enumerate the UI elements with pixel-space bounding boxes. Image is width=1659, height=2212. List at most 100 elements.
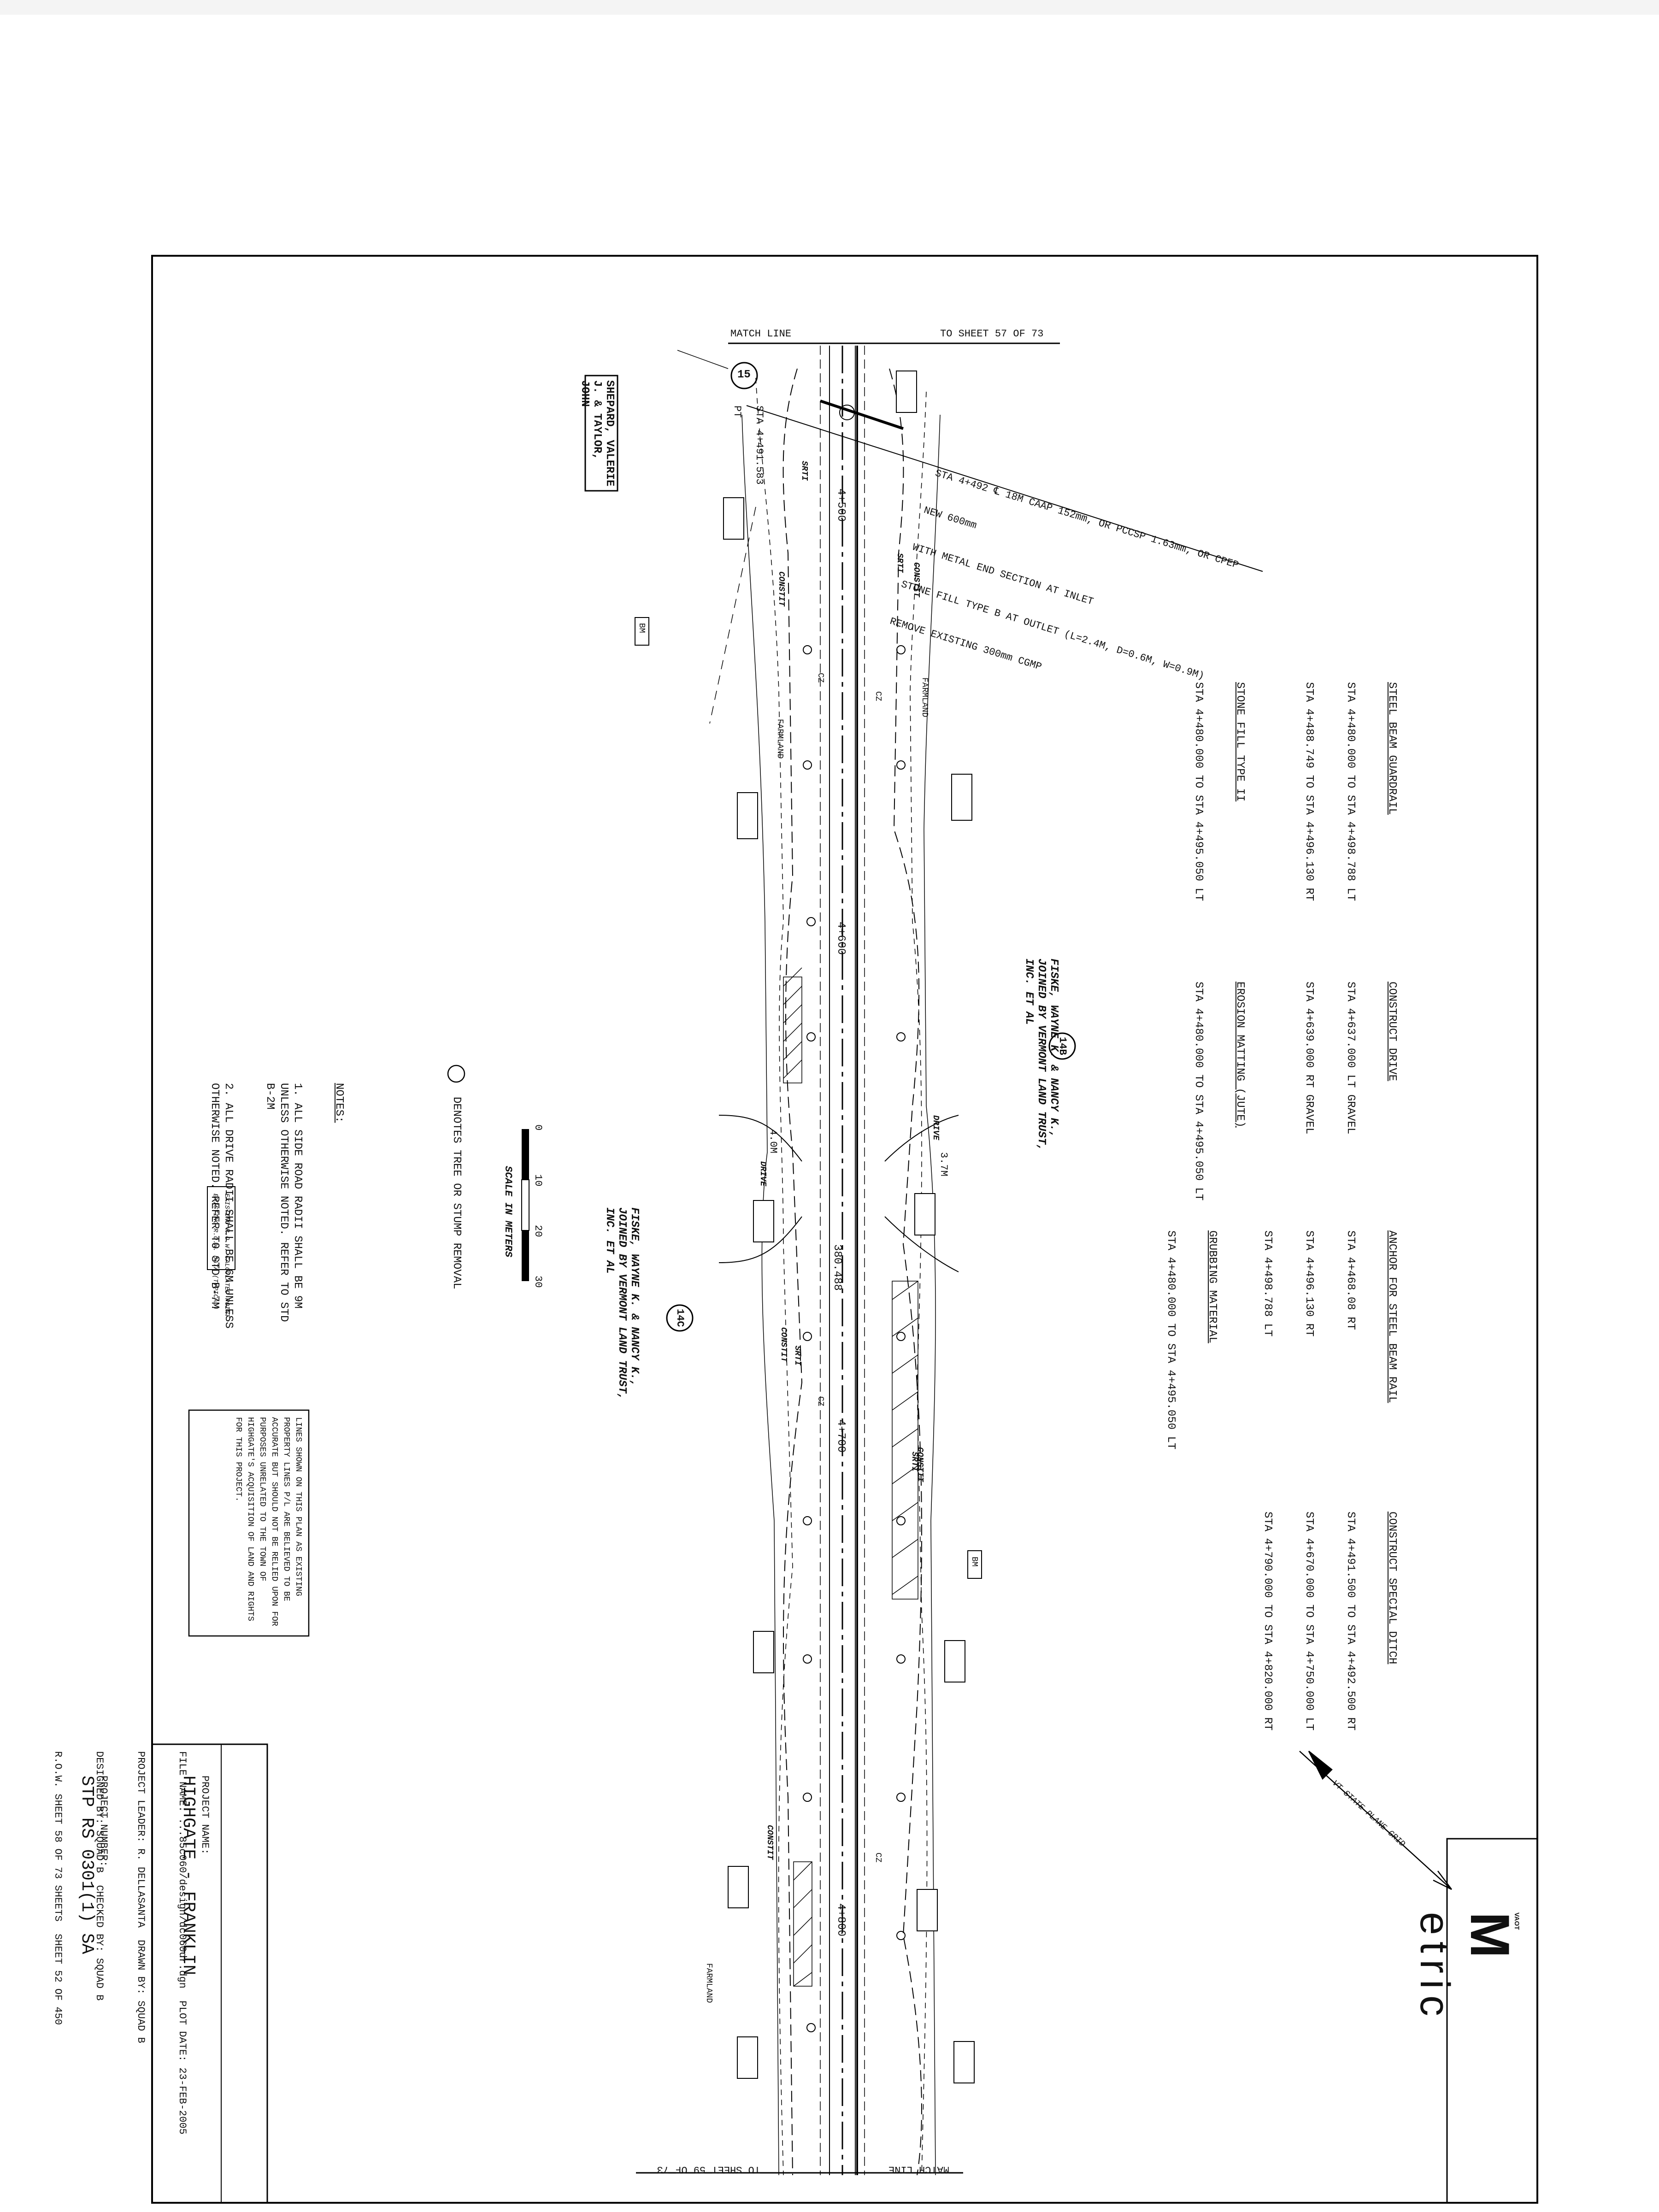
parcel-14b-circle <box>1048 1032 1076 1060</box>
logo-frame <box>1446 1838 1538 2204</box>
scale-bar <box>521 1129 529 1281</box>
scan-edge <box>0 0 1659 15</box>
row-legend-box <box>207 1186 235 1270</box>
scale-tick-20: 20 <box>532 1225 544 1237</box>
hatched-areas <box>783 967 918 1987</box>
srt-label-2: SRTI <box>895 553 904 573</box>
qty-anchor-line-1: STA 4+468.08 RT <box>1344 1230 1357 1330</box>
leader-row: PROJECT LEADER: R. DELLASANTA DRAWN BY: … <box>134 1751 147 2135</box>
parcel-14c-label: 14C <box>674 1309 686 1327</box>
station-4700: 4+700 <box>835 1419 847 1453</box>
qty-stonefill-title: STONE FILL TYPE II <box>1234 682 1246 802</box>
srt-label-4: SRTI <box>910 1452 919 1472</box>
vaot-logo: M etric <box>1411 1908 1530 2023</box>
drive-width-left: 4.0M <box>767 1129 779 1153</box>
roadway <box>677 346 1263 2176</box>
srt-label-1: SRTI <box>800 461 809 481</box>
qty-anchor-line-3: STA 4+498.788 LT <box>1261 1230 1274 1337</box>
tree-legend-icon <box>447 1065 465 1083</box>
owner-box <box>584 375 618 492</box>
file-row: FILE NAME: ...85c060/design/dc060dr.dgn … <box>175 1751 189 2135</box>
constr-label-2: CONSTIT <box>912 562 921 597</box>
bearing-value: 380.488 <box>831 1244 843 1291</box>
station-4500: 4+500 <box>835 488 847 522</box>
to-sheet-top-label: TO SHEET 57 OF 73 <box>940 328 1044 340</box>
parcel-15-label: 15 <box>737 369 751 381</box>
row-point-legend: EXISTING R.O.W. CALCULATED POINT <box>223 1194 230 1318</box>
pt-label: PT <box>731 406 743 418</box>
logo-mark: M <box>1459 1912 1521 1958</box>
notes-heading: NOTES: <box>333 1083 345 1123</box>
disclaimer-text: LINES SHOWN ON THIS PLAN AS EXISTING PRO… <box>234 1417 303 1626</box>
qty-stonefill-line-1: STA 4+480.000 TO STA 4+495.050 LT <box>1192 682 1205 901</box>
owner-fiske-bottom: FISKE, WAYNE K. & NANCY K., JOINED BY VE… <box>603 1207 641 1400</box>
station-4800: 4+800 <box>835 1903 847 1937</box>
logo-tag: VAOT <box>1513 1912 1521 1930</box>
qty-guardrail-title: STEEL BEAM GUARDRAIL <box>1386 682 1398 815</box>
notes-block: NOTES: 1. ALL SIDE ROAD RADII SHALL BE 9… <box>194 1083 373 1332</box>
scale-tick-10: 10 <box>532 1174 544 1187</box>
logo-word: etric <box>1412 1912 1458 2023</box>
scale-tick-0: 0 <box>532 1124 544 1131</box>
qty-ditch-line-3: STA 4+790.000 TO STA 4+820.000 RT <box>1261 1512 1274 1731</box>
bm-label-1: BM <box>637 623 646 633</box>
match-line-bottom-label: MATCH LINE <box>888 2164 949 2175</box>
farmland-label-3: FARMLAND <box>704 1963 713 2003</box>
note-1: 1. ALL SIDE ROAD RADII SHALL BE 9M UNLES… <box>264 1083 304 1322</box>
qty-anchor: ANCHOR FOR STEEL BEAM RAIL STA 4+468.08 … <box>1150 1230 1426 1449</box>
drive-label-1: DRIVE <box>758 1161 767 1187</box>
drive-label-2: DRIVE <box>931 1115 940 1141</box>
parcel-14b-label: 14B <box>1057 1037 1068 1055</box>
qty-drive-line-2: STA 4+639.000 RT GRAVEL <box>1303 982 1315 1135</box>
north-arrow-icon <box>1299 1751 1452 1890</box>
srt-label-3: SRTI <box>793 1346 802 1366</box>
qty-ditch: CONSTRUCT SPECIAL DITCH STA 4+491.500 TO… <box>1247 1512 1426 1730</box>
callout-boxes <box>635 371 982 2083</box>
sheet-row: R.O.W. SHEET 58 OF 73 SHEETS SHEET 52 OF… <box>51 1751 65 2135</box>
row-data-legend: EXISTING R.O.W. DATA (TYPICAL) <box>212 1194 219 1310</box>
qty-guardrail-line-1: STA 4+480.000 TO STA 4+498.788 LT <box>1344 682 1357 901</box>
drive-width-right: 3.7M <box>938 1152 949 1177</box>
farmland-label-2: FARMLAND <box>775 719 784 759</box>
qty-ditch-line-2: STA 4+670.000 TO STA 4+750.000 LT <box>1303 1512 1315 1731</box>
qty-guardrail: STEEL BEAM GUARDRAIL STA 4+480.000 TO ST… <box>1177 682 1426 901</box>
constr-label-5: CONSTIT <box>765 1825 774 1860</box>
drawn-by: DRAWN BY: SQUAD B <box>135 1940 147 2043</box>
qty-drive-line-1: STA 4+637.000 LT GRAVEL <box>1344 982 1357 1135</box>
designed-row: DESIGNED BY: SQUAD B CHECKED BY: SQUAD B <box>92 1751 106 2135</box>
scale-label: SCALE IN METERS <box>502 1166 514 1258</box>
station-4600: 4+600 <box>835 922 847 955</box>
owner-fiske-top: FISKE, WAYNE K. & NANCY K., JOINED BY VE… <box>1023 959 1060 1151</box>
qty-anchor-line-2: STA 4+496.130 RT <box>1303 1230 1315 1337</box>
scale-tick-30: 30 <box>532 1276 544 1288</box>
disclaimer-box <box>188 1409 310 1637</box>
pt-station: STA 4+491.583 <box>753 406 765 485</box>
farmland-label-1: FARMLAND <box>920 677 929 718</box>
qty-erosion-line-1: STA 4+480.000 TO STA 4+495.050 LT <box>1192 982 1205 1201</box>
cz-label-2: CZ <box>873 691 882 701</box>
to-sheet-bottom-label: TO SHEET 59 OF 73 <box>657 2164 760 2175</box>
project-leader: PROJECT LEADER: R. DELLASANTA <box>135 1751 147 1928</box>
parcel-15-circle <box>730 362 758 389</box>
designed-by: DESIGNED BY: SQUAD B <box>94 1751 105 1873</box>
qty-drive-title: CONSTRUCT DRIVE <box>1386 982 1398 1082</box>
qty-erosion-title: EROSION MATTING (JUTE) <box>1234 982 1246 1128</box>
cz-label-4: CZ <box>873 1853 882 1863</box>
file-name: FILE NAME: ...85c060/design/dc060dr.dgn <box>176 1751 188 1988</box>
qty-grubbing-title: GRUBBING MATERIAL <box>1206 1230 1218 1343</box>
match-line-top-label: MATCH LINE <box>730 328 792 340</box>
owner-shepard: SHEPARD, VALERIE J. & TAYLOR, JOHN <box>578 380 616 487</box>
cz-label-1: CZ <box>816 673 825 683</box>
parcel-14c-circle <box>666 1304 694 1332</box>
constr-label-1: CONSTIT <box>777 571 786 606</box>
qty-anchor-title: ANCHOR FOR STEEL BEAM RAIL <box>1386 1230 1398 1403</box>
title-block-details: FILE NAME: ...85c060/design/dc060dr.dgn … <box>37 1751 217 2135</box>
bm-label-2: BM <box>970 1557 979 1567</box>
tree-legend-text: DENOTES TREE OR STUMP REMOVAL <box>450 1097 463 1289</box>
qty-ditch-title: CONSTRUCT SPECIAL DITCH <box>1386 1512 1398 1665</box>
qty-ditch-line-1: STA 4+491.500 TO STA 4+492.500 RT <box>1344 1512 1357 1731</box>
title-block-frame <box>151 1743 268 2204</box>
cz-label-3: CZ <box>816 1396 825 1406</box>
checked-by: CHECKED BY: SQUAD B <box>94 1885 105 2001</box>
